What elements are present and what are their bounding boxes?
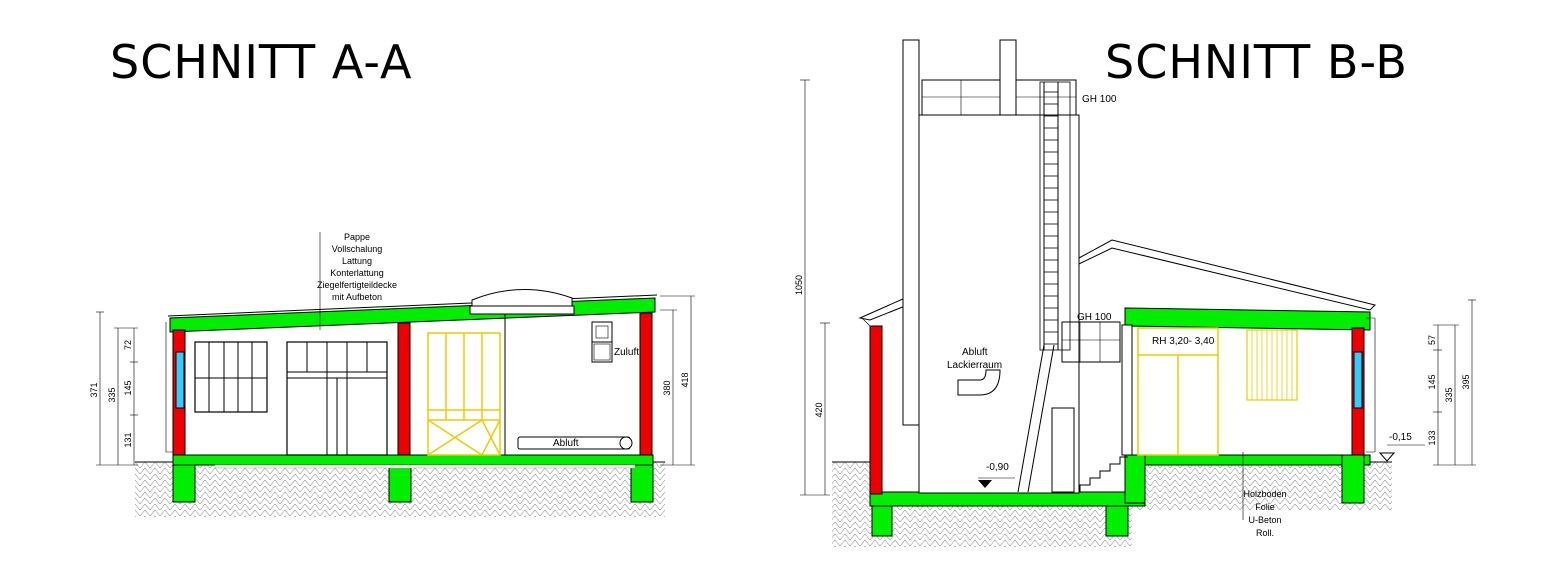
floor-layer-4: Roll. [1256, 528, 1274, 538]
floor-layer-2: Folie [1255, 502, 1275, 512]
dim-1050: 1050 [794, 275, 804, 295]
pit-foundation-left-b [871, 505, 893, 537]
section-b-title: SCHNITT B-B [1105, 35, 1408, 89]
pit-slab-b [869, 491, 1146, 507]
level-low: -0,90 [986, 462, 1009, 473]
roof-layer-1: Pappe [344, 232, 370, 242]
dim-57: 57 [1427, 335, 1437, 345]
wall-right-a [639, 312, 653, 456]
door-window-a [286, 341, 388, 456]
dim-395: 395 [1461, 374, 1471, 389]
wall-mid-b [1121, 324, 1133, 456]
label-lackierraum: Lackierraum [947, 360, 1002, 371]
abluft-duct-b [957, 369, 1001, 396]
wall-left-b [869, 325, 883, 495]
foundation-right-b [1341, 454, 1365, 504]
floor-layer-a [214, 464, 636, 469]
roof-layer-2: Vollschalung [332, 244, 383, 254]
level-marker-low [978, 480, 992, 488]
dim-335: 335 [107, 387, 117, 402]
dimensions-right-a: 380 418 [660, 295, 695, 466]
roof-layer-5: Ziegelfertigteildecke [317, 280, 397, 290]
ladder-b [1039, 81, 1071, 351]
level-marker-right [1378, 452, 1396, 462]
floor-layers-note: Holzboden Folie U-Beton Roll. [1243, 489, 1286, 538]
roof-layer-6: mit Aufbeton [332, 292, 382, 302]
dim-335-b: 335 [1444, 387, 1454, 402]
dim-418: 418 [680, 372, 690, 387]
door-yellow-a [427, 332, 501, 456]
skylight-a [471, 288, 573, 311]
dim-72: 72 [123, 340, 133, 350]
abluft-duct-end-a [619, 436, 633, 450]
ground-hatch-b-left [832, 462, 872, 547]
dim-380: 380 [662, 380, 672, 395]
dim-131: 131 [123, 432, 133, 447]
skylight-frame-a [469, 305, 575, 315]
dim-133: 133 [1427, 430, 1437, 445]
label-abluft-b: Abluft [962, 347, 988, 358]
label-gh-mid: GH 100 [1077, 312, 1112, 323]
dim-145-b: 145 [1427, 374, 1437, 389]
roof-layer-4: Konterlattung [330, 268, 384, 278]
section-b: SCHNITT B-B [794, 35, 1476, 547]
foundation-left-a [172, 459, 196, 503]
eave-left-b [861, 317, 871, 327]
label-room-height: RH 3,20- 3,40 [1152, 336, 1215, 347]
floor-layer-1: Holzboden [1243, 489, 1286, 499]
ladder-rungs [1044, 91, 1058, 345]
roof-upper-b [1078, 239, 1376, 311]
zuluft-unit-a [591, 321, 613, 363]
roof-slab-b [1124, 307, 1371, 331]
roof-slab-a [169, 297, 656, 333]
gutter-left-a [165, 322, 173, 453]
window-blue-left-a [175, 351, 185, 409]
label-zuluft: Zuluft [614, 347, 639, 358]
window-blue-right-b [1353, 351, 1363, 409]
roof-layer-3: Lattung [342, 256, 372, 266]
pit-foundation-right-b [1105, 505, 1129, 537]
window-slats [1251, 330, 1293, 400]
platform-b [1061, 321, 1121, 363]
roof-line-a [167, 294, 658, 317]
dimensions-left-a: 371 335 72 145 131 [89, 311, 138, 466]
label-gh-top: GH 100 [1082, 94, 1117, 105]
stack-left-b [902, 39, 920, 426]
roof-left-b [858, 297, 906, 321]
dim-420: 420 [814, 402, 824, 417]
door-pit-b [1051, 407, 1075, 493]
section-a-title: SCHNITT A-A [110, 35, 412, 89]
dimensions-right-b: 57 145 133 335 395 [1427, 299, 1476, 466]
gutter-right-b [1366, 317, 1376, 453]
dim-371: 371 [89, 382, 99, 397]
steps-b [1079, 456, 1128, 492]
dim-145: 145 [123, 380, 133, 395]
door-yellow-b [1137, 327, 1219, 456]
dimensions-left-b: 1050 420 [794, 79, 830, 496]
roof-layers-note: Pappe Vollschalung Lattung Konterlattung… [317, 232, 397, 302]
railing-top-b [921, 79, 1077, 116]
wall-internal-a [397, 322, 411, 456]
floor-layer-3: U-Beton [1248, 515, 1281, 525]
stair-ladder-b [1017, 344, 1055, 493]
label-abluft-a: Abluft [553, 438, 579, 449]
section-a: SCHNITT A-A [89, 35, 695, 517]
level-right: -0,15 [1389, 432, 1412, 443]
window-grid-a [194, 341, 268, 413]
foundation-mid-b [1124, 454, 1146, 504]
floor-slab-b [1124, 454, 1371, 466]
ground-hatch-b-pit [872, 505, 1132, 547]
floor-slab-a [172, 454, 654, 466]
